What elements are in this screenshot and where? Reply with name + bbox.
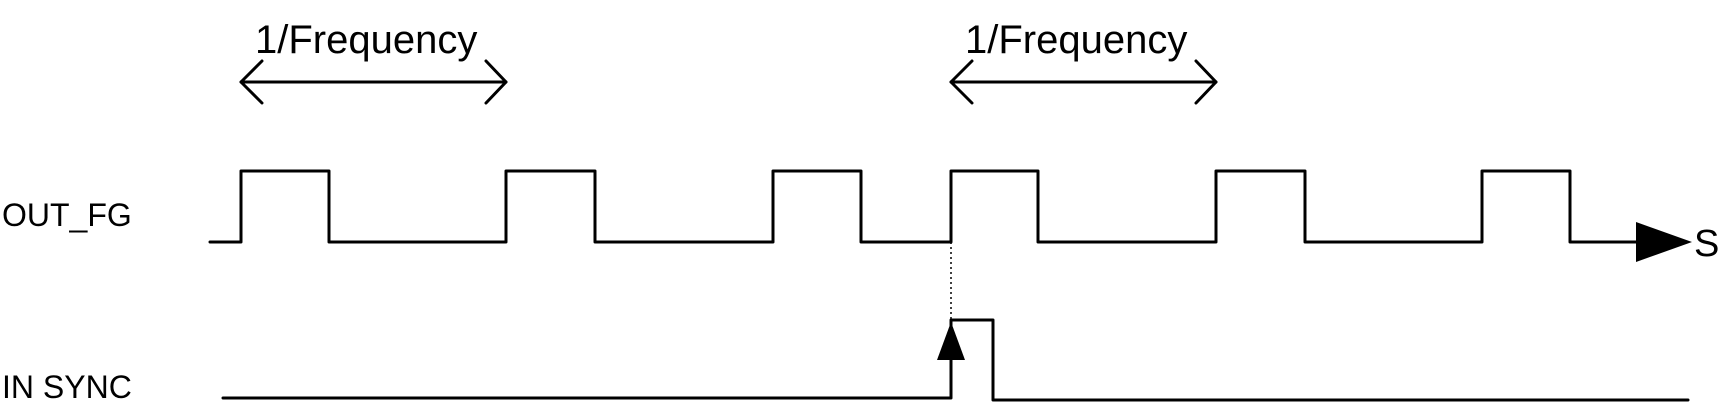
period-arrow-left-head xyxy=(949,59,974,105)
period-arrow-right-head xyxy=(484,59,508,105)
period-label-first: 1/Frequency xyxy=(255,18,477,62)
time-axis-unit-label: S xyxy=(1694,223,1719,265)
period-arrow-right-head xyxy=(1194,59,1218,105)
period-label-second: 1/Frequency xyxy=(965,18,1187,62)
period-arrow-left-head xyxy=(239,59,264,105)
period-arrow-second xyxy=(949,59,1218,105)
out-fg-signal-label: OUT_FG xyxy=(2,197,132,233)
period-arrow-first xyxy=(239,59,508,105)
in-sync-signal-label: IN SYNC xyxy=(2,369,132,405)
time-axis-arrowhead xyxy=(1636,222,1692,262)
sync-rising-edge-arrowhead xyxy=(937,322,965,360)
out-fg-waveform xyxy=(208,169,1652,244)
in-sync-waveform xyxy=(221,318,1690,402)
